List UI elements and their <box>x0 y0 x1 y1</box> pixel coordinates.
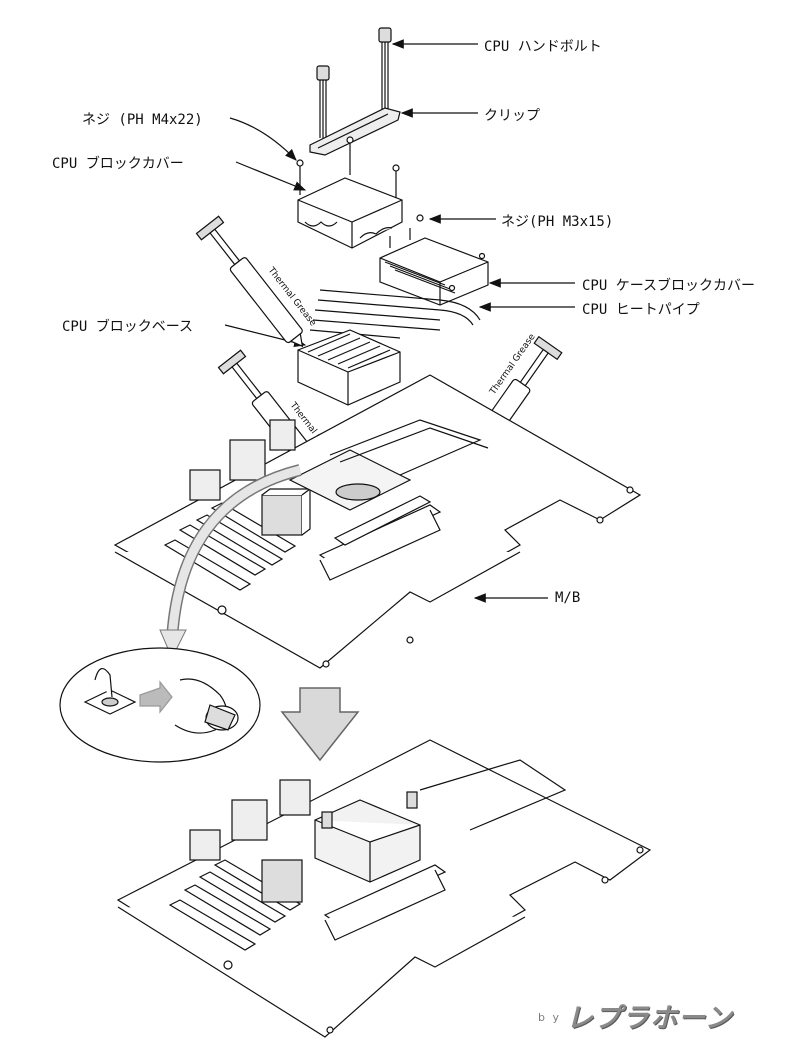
label-cpu-heat-pipe: CPU ヒートパイプ <box>582 302 700 318</box>
syringe-1 <box>195 215 304 348</box>
motherboard-top <box>113 374 642 669</box>
down-arrow <box>280 687 360 762</box>
watermark-by: b y <box>538 1011 561 1024</box>
label-screw-m4x22: ネジ (PH M4x22) <box>82 112 203 128</box>
motherboard-assembled <box>116 739 652 1038</box>
hand-bolt-left <box>316 65 330 140</box>
label-cpu-hand-bolt: CPU ハンドボルト <box>484 39 602 55</box>
hand-bolt-right <box>378 27 392 112</box>
label-cpu-block-cover: CPU ブロックカバー <box>52 156 184 172</box>
cpu-block-cover <box>297 177 403 249</box>
thermal-spread-detail <box>59 647 261 763</box>
label-motherboard: M/B <box>555 590 581 606</box>
cpu-block-base <box>297 329 401 406</box>
label-cpu-block-base: CPU ブロックベース <box>62 319 194 335</box>
cpu-case-block-cover <box>379 237 489 306</box>
label-cpu-case-block-cover: CPU ケースブロックカバー <box>582 278 756 294</box>
heat-pipes <box>309 289 481 339</box>
watermark-name: レプラホーン <box>566 1003 733 1034</box>
label-screw-m3x15: ネジ(PH M3x15) <box>501 214 614 230</box>
leader-lines <box>224 39 575 603</box>
label-clip: クリップ <box>484 108 540 124</box>
exploded-parts <box>296 27 489 406</box>
